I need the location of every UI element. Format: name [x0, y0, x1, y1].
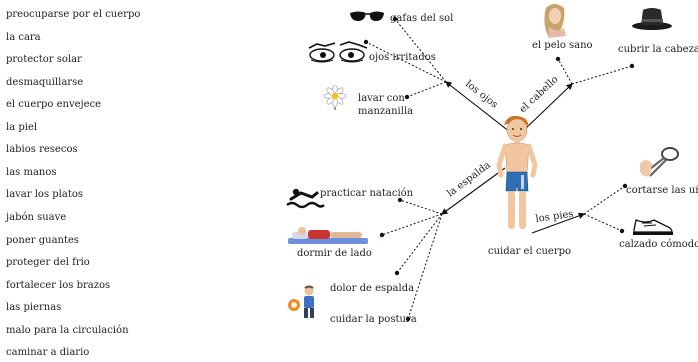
eyes-icon — [308, 41, 368, 63]
sleeping-person-icon — [288, 227, 368, 244]
word-bank-item[interactable]: la piel — [6, 122, 38, 133]
branch-label-ojos: los ojos — [463, 79, 500, 111]
word-bank-item[interactable]: desmaquillarse — [6, 77, 84, 88]
connector-dots — [363, 16, 635, 322]
word-bank-item[interactable]: protector solar — [6, 54, 82, 65]
shoe-icon — [633, 219, 673, 235]
boy-figure-icon — [496, 115, 538, 229]
word-bank: preocuparse por el cuerpo la cara protec… — [0, 0, 150, 362]
leaf-label-calzado[interactable]: calzado cómodo — [619, 239, 698, 250]
branch-label-cabello: el cabello — [518, 74, 561, 115]
leaf-label-dormir[interactable]: dormir de lado — [297, 248, 372, 259]
woman-hair-icon — [544, 4, 566, 38]
branch-line-pies — [531, 212, 586, 234]
branch-label-pies: los pies — [535, 209, 574, 225]
leaf-label-irritados[interactable]: ojos irritados — [369, 52, 436, 63]
word-bank-item[interactable]: fortalecer los brazos — [6, 280, 111, 291]
word-bank-item[interactable]: proteger del frio — [6, 257, 90, 268]
word-bank-item[interactable]: lavar los platos — [6, 189, 83, 200]
leaf-label-cubrir[interactable]: cubrir la cabeza — [618, 44, 698, 55]
leaf-label-pelo[interactable]: el pelo sano — [532, 40, 593, 51]
leaf-label-unas[interactable]: cortarse las uñas — [626, 185, 698, 196]
branch-line-ojos — [444, 81, 511, 133]
word-bank-item[interactable]: caminar a diario — [6, 347, 90, 358]
branch-label-espalda: la espalda — [445, 160, 493, 200]
word-bank-item[interactable]: las piernas — [6, 302, 62, 313]
nail-clipper-icon — [640, 147, 679, 177]
sunglasses-icon — [350, 11, 384, 21]
branch-lines — [440, 81, 586, 234]
word-bank-item[interactable]: labios resecos — [6, 144, 78, 155]
leaf-label-postura[interactable]: cuidar la postura — [330, 314, 417, 325]
hat-icon — [632, 8, 672, 30]
leaf-label-dolor[interactable]: dolor de espalda — [330, 283, 414, 294]
word-bank-item[interactable]: el cuerpo envejece — [6, 99, 102, 110]
leaf-label-natacion[interactable]: practicar natación — [320, 188, 414, 199]
branch-line-cabello — [521, 83, 573, 133]
branch-line-espalda — [440, 167, 506, 215]
leaf-label-lavar-1[interactable]: lavar con — [358, 93, 405, 104]
leaf-lines — [365, 18, 633, 320]
center-label: cuidar el cuerpo — [488, 246, 571, 257]
word-bank-item[interactable]: jabón suave — [6, 212, 67, 223]
word-bank-item[interactable]: preocuparse por el cuerpo — [6, 9, 141, 20]
leaf-label-lavar-2[interactable]: manzanilla — [358, 106, 413, 117]
posture-icon — [288, 285, 314, 318]
word-bank-item[interactable]: poner guantes — [6, 235, 80, 246]
leaf-label-gafas[interactable]: gafas del sol — [390, 13, 453, 24]
word-bank-item[interactable]: malo para la circulación — [6, 325, 129, 336]
word-bank-item[interactable]: la cara — [6, 32, 41, 43]
daisy-icon — [323, 84, 347, 110]
word-bank-item[interactable]: las manos — [6, 167, 57, 178]
swimmer-icon — [286, 188, 325, 209]
